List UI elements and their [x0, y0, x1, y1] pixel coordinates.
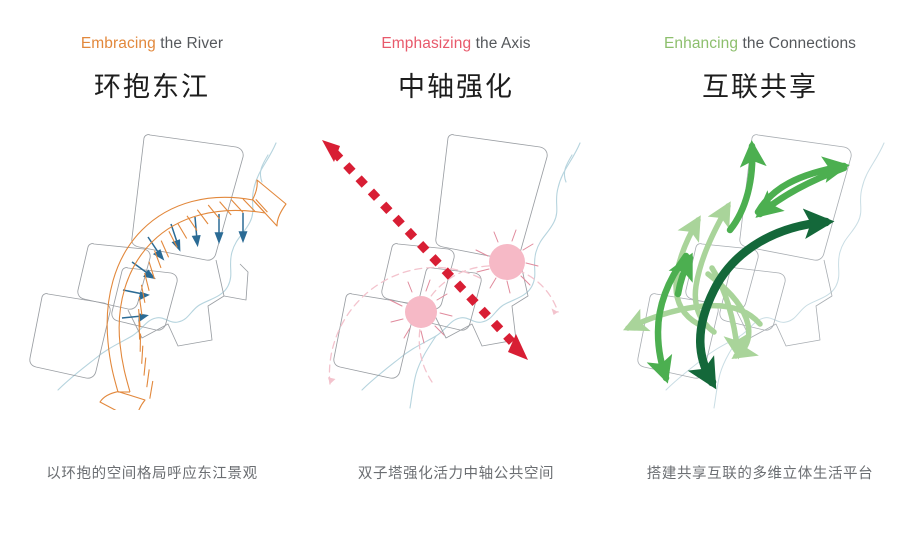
panel-1-english-title: Embracing the River [81, 34, 223, 54]
mid-arc-up [726, 140, 767, 234]
mid-arc-inbound [755, 164, 848, 218]
panel-1-diagram [0, 110, 304, 410]
inward-blue-arrows-1 [121, 213, 248, 323]
panel-1-english-accent: Embracing [80, 35, 156, 52]
panel-3-english-accent: Enhancing [663, 35, 739, 52]
panel-1-chinese-title: 环抱东江 [94, 72, 210, 102]
panel-2-english-accent: Emphasizing [381, 35, 472, 52]
red-dashed-axis-2 [322, 140, 528, 360]
light-green-arcs-3 [623, 201, 763, 360]
panel-3-caption: 搭建共享互联的多维立体生活平台 [646, 466, 874, 482]
panel-emphasizing-the-axis: Emphasizing the Axis 中轴强化 [304, 0, 608, 536]
tower-node-circle-lower [405, 296, 437, 328]
axis-arrowhead-top [322, 140, 340, 162]
tower-node-circle-upper [489, 244, 525, 280]
dark-green-main-arc-3 [687, 208, 835, 390]
panel-2-diagram [304, 110, 608, 410]
panel-3-chinese-title: 互联共享 [702, 72, 818, 102]
axis-arrowhead-bottom [508, 334, 528, 360]
panel-2-english-rest: the Axis [471, 35, 531, 52]
tower-node-lower-2 [389, 279, 453, 344]
panel-2-chinese-title: 中轴强化 [398, 72, 514, 102]
orange-embrace-arrow-1 [99, 179, 287, 410]
pink-dashed-radius-curves-2 [327, 265, 559, 385]
panel-2-english-title: Emphasizing the Axis [381, 34, 530, 54]
main-connection-arc [687, 208, 835, 390]
tower-node-upper-2 [475, 229, 539, 294]
panel-3-english-rest: the Connections [738, 35, 857, 52]
panel-2-caption: 双子塔强化活力中轴公共空间 [357, 466, 555, 482]
panel-enhancing-the-connections: Enhancing the Connections 互联共享 [608, 0, 912, 536]
panel-embracing-the-river: Embracing the River 环抱东江 [0, 0, 304, 536]
river-line-1 [57, 142, 277, 391]
panel-1-english-rest: the River [155, 35, 224, 52]
river-line-2 [361, 142, 581, 409]
mid-green-arcs-3 [646, 140, 850, 384]
panel-3-english-title: Enhancing the Connections [664, 34, 856, 54]
building-blocks-1 [29, 134, 249, 379]
panel-3-diagram [608, 110, 912, 410]
panel-1-caption: 以环抱的空间格局呼应东江景观 [46, 466, 258, 482]
